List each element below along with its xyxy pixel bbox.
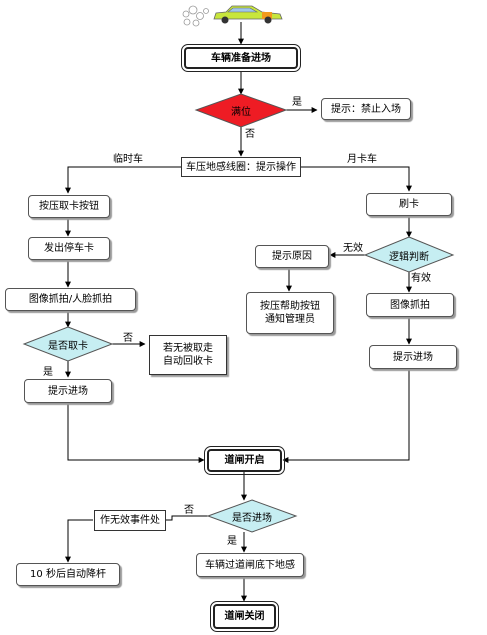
auto-recycle-box: 若无被取走 自动回收卡 <box>149 335 227 375</box>
auto-lower-box: 10 秒后自动降杆 <box>16 563 120 586</box>
decision-logic <box>363 236 455 273</box>
edge-label-valid: 有效 <box>411 273 431 284</box>
edge-label-temp-car: 临时车 <box>113 154 143 165</box>
show-reason-box: 提示原因 <box>255 245 329 268</box>
swipe-card-box: 刷卡 <box>366 193 452 216</box>
press-card-button-box: 按压取卡按钮 <box>28 195 110 218</box>
prompt-enter-right-box: 提示进场 <box>369 345 457 369</box>
notify-admin-box: 按压帮助按钮 通知管理员 <box>246 292 334 334</box>
invalid-event-box: 作无效事件处 <box>94 510 166 531</box>
arrow-temp-car <box>65 166 182 194</box>
gate-close-node: 道闸关闭 <box>210 601 279 632</box>
issue-card-box: 发出停车卡 <box>28 237 110 260</box>
decision-full <box>194 93 288 128</box>
edge-label-took-yes: 是 <box>43 367 53 378</box>
edge-label-invalid: 无效 <box>343 243 363 254</box>
arrow-monthly-car <box>300 166 412 192</box>
edge-label-entered-no: 否 <box>184 505 194 516</box>
capture-right-box: 图像抓拍 <box>366 293 454 317</box>
car-icon <box>213 5 283 24</box>
edge-label-full-yes: 是 <box>292 97 302 108</box>
edge-label-took-no: 否 <box>123 333 133 344</box>
decision-took-card-label: 是否取卡 <box>48 340 88 352</box>
decision-entered <box>206 499 298 533</box>
edge-label-full-no: 否 <box>245 129 255 140</box>
decision-logic-label: 逻辑判断 <box>389 251 429 263</box>
gate-open-node: 道闸开启 <box>204 446 285 475</box>
sensor-box: 车压地感线圈：提示操作 <box>181 157 301 177</box>
arrow-invalid-to-lower <box>65 519 93 563</box>
edge-label-monthly-car: 月卡车 <box>347 154 377 165</box>
forbid-entry-box: 提示：禁止入场 <box>321 98 411 120</box>
arrow-right-to-gate <box>282 369 410 463</box>
start-node: 车辆准备进场 <box>181 44 301 72</box>
prompt-enter-left-box: 提示进场 <box>24 379 112 403</box>
edge-label-entered-yes: 是 <box>227 536 237 547</box>
decision-took-card <box>22 326 114 362</box>
decision-full-label: 满位 <box>231 106 251 118</box>
pass-loop-box: 车辆过道闸底下地感 <box>196 553 304 577</box>
capture-face-box: 图像抓拍/人脸抓拍 <box>5 288 136 311</box>
decision-entered-label: 是否进场 <box>232 512 272 524</box>
exhaust-smoke-icon <box>182 5 209 27</box>
arrow-left-to-gate <box>67 403 205 463</box>
